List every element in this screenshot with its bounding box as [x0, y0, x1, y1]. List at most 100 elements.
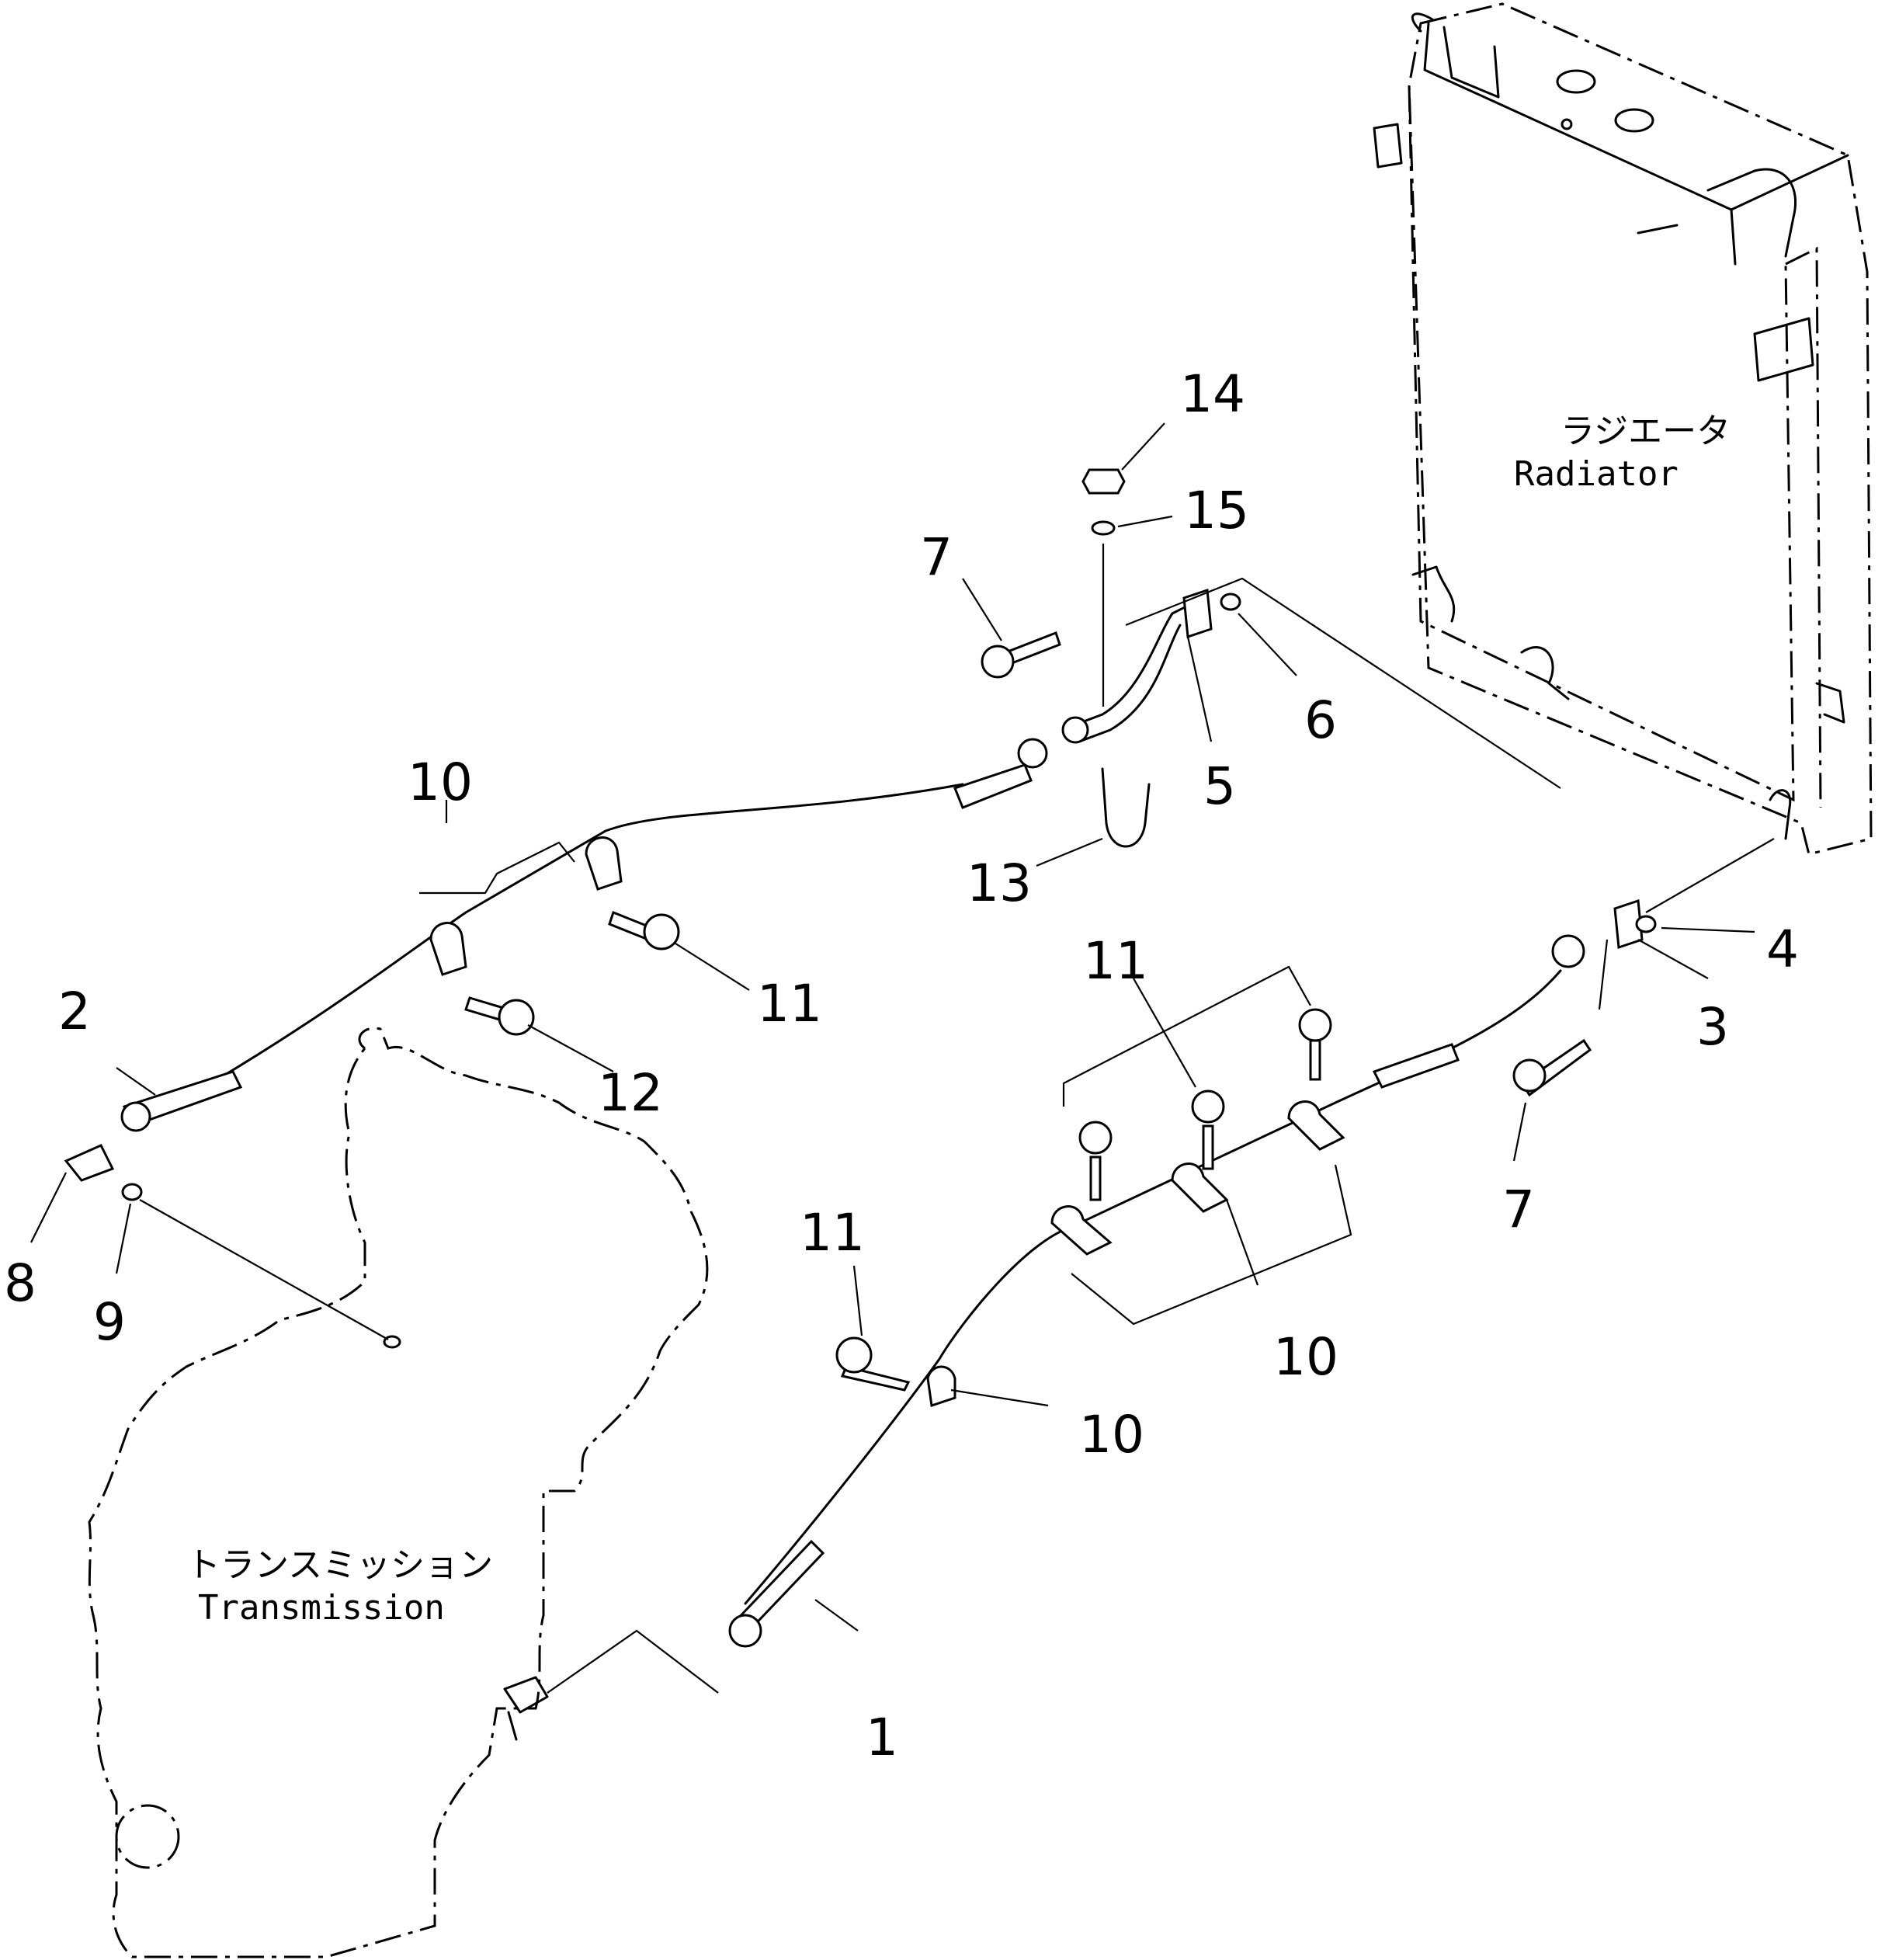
callout-3: 3: [1696, 997, 1729, 1057]
hose-upper-nut: [1017, 738, 1048, 769]
clamp-lower-bracket: [1071, 1164, 1352, 1326]
leader-13: [1036, 837, 1103, 867]
elbow-8: [64, 1144, 115, 1182]
oring-6: [1220, 593, 1241, 611]
bolt-11-group-3-head: [1078, 1121, 1113, 1155]
tube-3-nut: [1551, 934, 1585, 968]
callout-15: 15: [1184, 481, 1249, 540]
hose-1-guide-line: [547, 1629, 719, 1694]
callout-12: 12: [598, 1063, 663, 1123]
leader-10c: [950, 1388, 1049, 1407]
tube-5-line: [1070, 604, 1189, 728]
transmission-port-oring: [383, 1335, 401, 1349]
callout-13: 13: [967, 853, 1032, 913]
radiator-top-tank: [1423, 22, 1849, 266]
oring-9: [121, 1183, 143, 1201]
bolt-12-head: [498, 999, 535, 1036]
radiator-cap-right: [1614, 108, 1654, 133]
leader-3: [1637, 939, 1709, 979]
small-parts: [64, 468, 1657, 1340]
radiator-bottom-mount-right: [1769, 682, 1845, 840]
callout-11c: 11: [800, 1203, 865, 1263]
leader-2: [116, 1067, 156, 1096]
callout-8: 8: [4, 1253, 36, 1313]
radiator-label-jp: ラジエータ: [1561, 412, 1731, 451]
tube-3-bolt-guide: [1598, 939, 1609, 1010]
callout-7a: 7: [920, 527, 953, 587]
leader-6: [1238, 613, 1297, 676]
callout-4: 4: [1766, 919, 1799, 979]
transmission-port-fitting: [503, 1676, 549, 1741]
leader-11c: [852, 1265, 863, 1336]
tube-5-guide-line: [1125, 577, 1561, 789]
callout-14: 14: [1180, 364, 1245, 424]
clamp-upper-1: [429, 922, 467, 976]
bolt-7-lower-head: [1512, 1058, 1547, 1093]
radiator-top-bracket: [1411, 12, 1500, 99]
radiator-side-bracket: [1373, 123, 1814, 382]
transmission-port-circle: [115, 1804, 180, 1869]
tube-5-flange: [1182, 588, 1213, 639]
radiator: ラジエータ Radiator: [1373, 2, 1873, 856]
leader-15: [1117, 515, 1173, 528]
callout-10a: 10: [408, 752, 473, 812]
radiator-label-en: Radiator: [1514, 454, 1679, 494]
leader-7b: [1512, 1102, 1527, 1162]
clamp-lower-3: [1287, 1100, 1345, 1151]
bolt-11-group-2-shank: [1202, 1124, 1214, 1170]
leader-10b: [1225, 1199, 1259, 1286]
leader-5: [1186, 636, 1213, 742]
bolt-7-upper-head: [981, 645, 1015, 679]
leader-lines: [30, 422, 1755, 1632]
callout-10c: 10: [1079, 1405, 1144, 1465]
leader-1: [814, 1599, 859, 1632]
hose-lower: [547, 838, 1775, 1694]
nut-14: [1081, 468, 1126, 495]
callout-6: 6: [1304, 690, 1337, 750]
clamp-lower-1: [1050, 1205, 1113, 1256]
callout-11a: 11: [757, 974, 822, 1034]
washer-15: [1091, 520, 1116, 536]
tube-5-nut: [1061, 716, 1089, 744]
leader-14: [1121, 422, 1165, 471]
leader-11a: [675, 943, 750, 991]
leader-7a: [962, 578, 1002, 641]
leader-12: [527, 1024, 614, 1072]
hose-upper-line: [216, 783, 964, 1081]
callout-9: 9: [93, 1292, 126, 1352]
bolt-11-group-1-head: [1298, 1008, 1332, 1042]
bolt-11-group-1-shank: [1309, 1039, 1321, 1081]
hose-upper: [120, 738, 1048, 1132]
bolts: [464, 631, 1592, 1392]
hose-upper-ferrule: [953, 763, 1033, 809]
bolt-11-single-head: [835, 1336, 873, 1374]
callouts: 1 2 3 4 5 6 7 7 8 9 10 10 10 11 11 11 12…: [4, 364, 1799, 1767]
bolt-11-group-2-head: [1191, 1089, 1225, 1124]
transmission-label-en: Transmission: [198, 1588, 445, 1628]
u-bolt-13: [1101, 767, 1151, 848]
oring-4: [1635, 915, 1657, 933]
leader-9: [115, 1203, 132, 1274]
transmission: トランスミッション Transmission: [88, 1027, 709, 1958]
callout-7b: 7: [1502, 1180, 1535, 1239]
radiator-filler-neck: [1637, 168, 1797, 258]
clamp-upper-bracket: [419, 841, 575, 895]
callout-10b: 10: [1273, 1327, 1338, 1387]
tube-5: [1061, 577, 1561, 789]
clamp-lower-2: [1171, 1162, 1229, 1213]
clamps-10: [419, 836, 1352, 1407]
callout-2: 2: [58, 982, 91, 1041]
transmission-outline: [88, 1027, 709, 1958]
callout-1: 1: [866, 1708, 898, 1767]
bolt-11-group-3-shank: [1089, 1155, 1102, 1201]
radiator-cap-left: [1556, 69, 1596, 94]
clamp-upper-2: [585, 836, 623, 891]
leader-11b: [1133, 978, 1196, 1088]
radiator-bolt-hole: [1561, 118, 1573, 130]
leader-4: [1661, 926, 1755, 933]
radiator-core-front: [1408, 85, 1795, 802]
hose-1-nut: [728, 1614, 762, 1648]
tube-3-guide-line: [1645, 838, 1775, 913]
hose-2-nut: [120, 1101, 151, 1132]
